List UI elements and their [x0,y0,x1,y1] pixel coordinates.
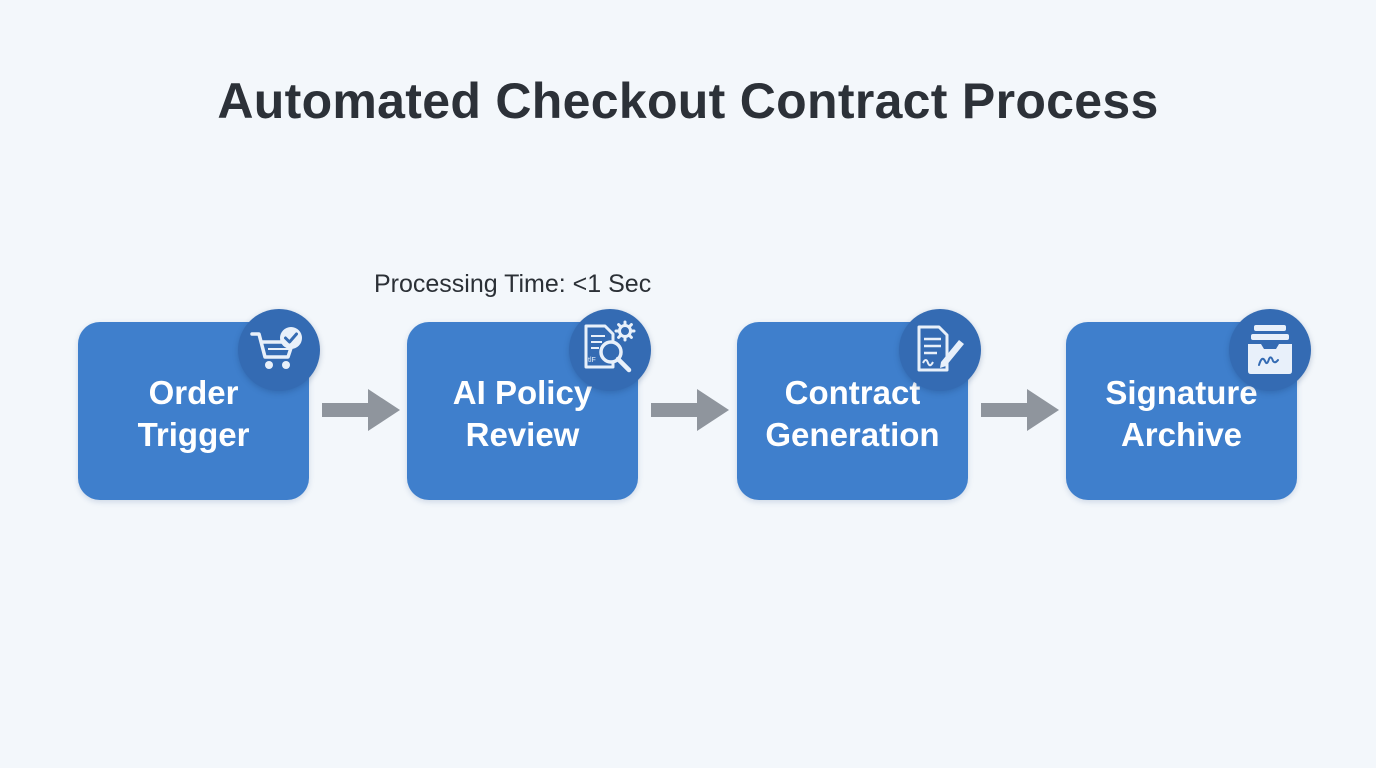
step-label: Signature Archive [1105,374,1258,453]
arrow-3 [981,389,1059,431]
step-label: Order Trigger [137,374,250,453]
arrow-2 [651,389,729,431]
svg-text:tlF: tlF [588,357,596,364]
document-search-gear-icon: tlF [569,309,651,391]
processing-time-note: Processing Time: <1 Sec [374,270,652,298]
diagram-title: Automated Checkout Contract Process [217,73,1159,129]
arrow-1 [322,389,400,431]
document-pen-icon [899,309,981,391]
shopping-cart-check-icon [238,309,320,391]
signature-archive-tray-icon [1229,309,1311,391]
step-label: Contract Generation [765,374,940,453]
step-label: AI Policy Review [452,374,593,453]
